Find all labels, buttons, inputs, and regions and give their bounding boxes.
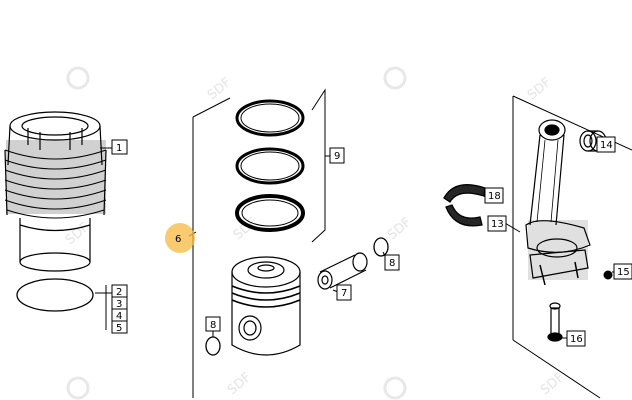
callout-1[interactable]: 1 (111, 139, 128, 155)
circlip-left[interactable] (205, 336, 221, 356)
watermark-logo (66, 66, 90, 90)
piston[interactable] (231, 256, 301, 356)
callout-7[interactable]: 7 (336, 284, 352, 301)
callout-18[interactable]: 18 (484, 187, 504, 204)
piston-pin[interactable] (317, 252, 368, 290)
watermark-logo (383, 376, 407, 400)
callout-14[interactable]: 14 (596, 136, 616, 153)
callout-2-label: 2 (116, 287, 122, 298)
callout-2[interactable]: 2 (111, 284, 128, 298)
callout-5-label: 5 (116, 323, 122, 334)
callout-8-right[interactable]: 8 (384, 254, 400, 271)
watermark-logo (383, 66, 407, 90)
callout-8-left[interactable]: 8 (205, 316, 221, 332)
watermark-text: SDF (385, 215, 414, 243)
callout-4[interactable]: 4 (111, 308, 128, 322)
callout-1-label: 1 (116, 143, 122, 154)
callout-4-label: 4 (116, 311, 122, 322)
callout-16[interactable]: 16 (566, 330, 586, 347)
highlight-marker (165, 223, 195, 253)
rod-nut[interactable] (603, 270, 613, 280)
rod-bolt[interactable] (547, 302, 563, 342)
callout-9-label: 9 (334, 151, 340, 162)
callout-15-label: 15 (617, 267, 630, 278)
circlip-right[interactable] (373, 237, 389, 257)
callout-5[interactable]: 5 (111, 320, 128, 334)
callout-9[interactable]: 9 (329, 147, 345, 164)
callout-13-label: 13 (491, 219, 504, 230)
watermark-layer: SDF SDF SDF SDF SDF SDF SDF (63, 66, 567, 400)
callout-6[interactable]: 6 (175, 234, 181, 245)
callout-15[interactable]: 15 (613, 263, 632, 280)
connecting-rod[interactable] (525, 119, 591, 286)
watermark-text: SDF (538, 370, 567, 398)
watermark-logo (66, 376, 90, 400)
cylinder-liner[interactable] (4, 111, 107, 272)
leader-lines-liner (95, 147, 112, 330)
piston-rings[interactable] (235, 99, 305, 232)
bearing-shells[interactable] (443, 184, 486, 227)
callout-18-label: 18 (488, 191, 501, 202)
callout-3[interactable]: 3 (111, 296, 128, 310)
watermark-text: SDF (225, 370, 254, 398)
callout-13[interactable]: 13 (487, 215, 507, 232)
watermark-text: SDF (205, 75, 234, 103)
callout-6-label: 6 (175, 234, 181, 245)
callout-8-right-label: 8 (389, 258, 395, 269)
callout-14-label: 14 (600, 140, 613, 151)
piston-group-frame (192, 88, 330, 398)
o-ring[interactable] (16, 278, 94, 312)
callout-16-label: 16 (570, 334, 583, 345)
watermark-text: SDF (63, 220, 92, 248)
watermark-text: SDF (525, 75, 554, 103)
callout-3-label: 3 (116, 299, 122, 310)
callout-7-label: 7 (341, 288, 347, 299)
callout-8-left-label: 8 (210, 320, 216, 331)
